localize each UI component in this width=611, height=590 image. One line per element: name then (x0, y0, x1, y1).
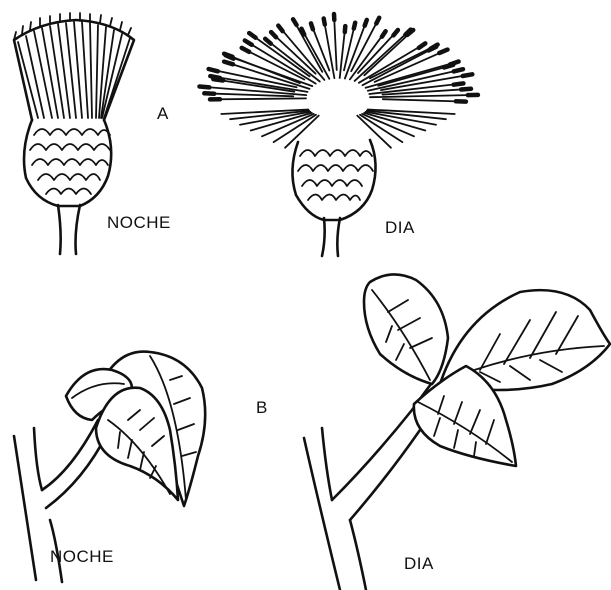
dia-label-b: DIA (404, 554, 434, 574)
plant-leaves-open-day (304, 274, 610, 590)
noche-label-a: NOCHE (107, 213, 171, 233)
panel-a-label: A (157, 104, 169, 124)
noche-label-b: NOCHE (50, 547, 114, 567)
dia-label-a: DIA (385, 218, 415, 238)
flower-head-open-day (200, 14, 478, 256)
panel-b-label: B (256, 398, 268, 418)
